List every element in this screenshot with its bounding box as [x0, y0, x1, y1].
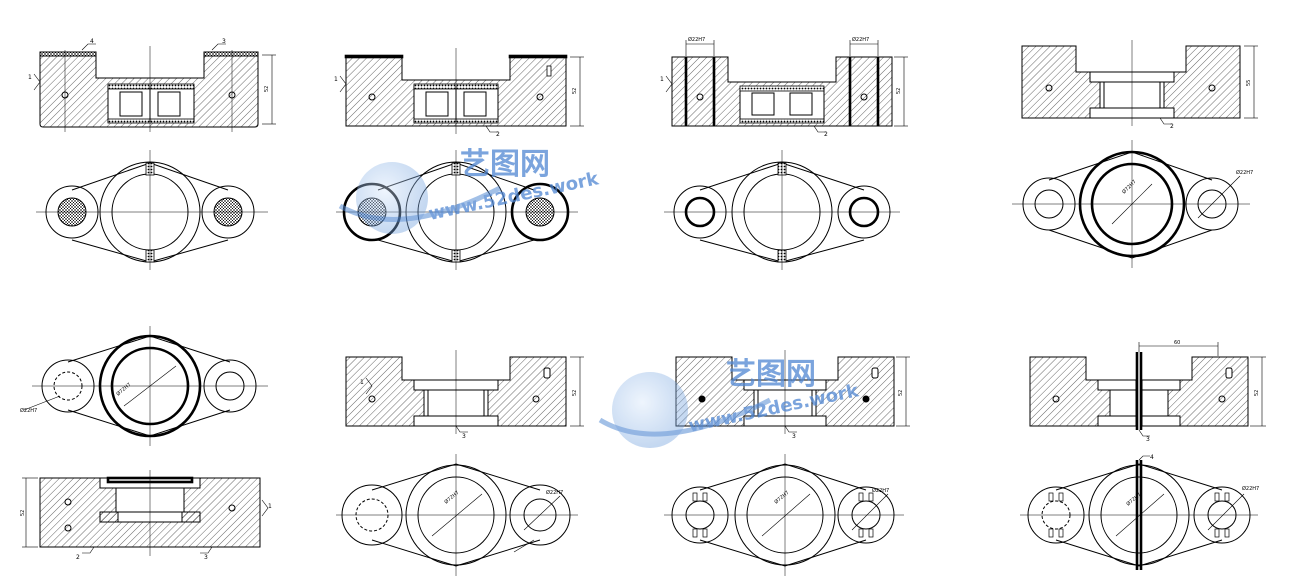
elevation-view-6: 52 3 1	[345, 350, 584, 440]
callout-2e: 2	[76, 554, 80, 561]
dim-bore-7: Ø22H7	[872, 487, 889, 494]
watermark-brand-2: 艺图网	[726, 357, 816, 392]
dim-center-7: Ø72H7	[773, 489, 791, 505]
dim-bore-6: Ø22H7	[546, 489, 563, 496]
dim-center-4: Ø72H7	[1120, 178, 1137, 195]
dim-height-6: 52	[572, 390, 578, 396]
dim-width-8: 60	[1174, 340, 1180, 346]
watermark-1: 艺图网 www.52des.work	[338, 147, 601, 234]
elevation-view-1: 52 4 3 1	[28, 38, 276, 132]
callout-3g: 3	[792, 433, 796, 440]
dim-center-6: Ø72H7	[443, 489, 461, 505]
dim-bore-5: Ø22H7	[20, 407, 37, 414]
callout-3e: 3	[204, 554, 208, 561]
elevation-view-5: 52 2 3 1	[20, 470, 272, 561]
callout-3: 3	[222, 38, 226, 45]
watermark-globe-icon-2	[612, 372, 688, 448]
dim-height-8: 52	[1254, 390, 1260, 396]
callout-1: 1	[28, 74, 32, 81]
callout-2c: 2	[824, 131, 828, 138]
callout-1e: 1	[268, 503, 272, 510]
plan-view-4: Ø72H7 Ø22H7	[1012, 140, 1253, 268]
elevation-view-3: Ø22H7 Ø22H7 52 1 2	[660, 36, 908, 138]
callout-1b: 1	[334, 76, 338, 83]
dim-height-1: 52	[264, 86, 270, 92]
watermark-globe-icon	[356, 162, 428, 234]
watermark-brand-1: 艺图网	[460, 147, 550, 182]
plan-view-6: Ø72H7 Ø22H7	[336, 454, 578, 576]
elevation-view-7: 52 3	[675, 350, 910, 440]
callout-3f: 3	[462, 433, 466, 440]
callout-1f: 1	[360, 379, 364, 386]
plan-view-5: Ø72H7 Ø22H7	[20, 326, 268, 446]
dim-bore-right-3: Ø22H7	[852, 36, 869, 43]
elevation-view-8: 60 52 3	[1029, 340, 1266, 443]
plan-view-3	[664, 150, 900, 270]
plan-view-8: Ø72H7 Ø22H7 4	[1020, 454, 1259, 570]
dim-bore-4: Ø22H7	[1236, 169, 1253, 176]
callout-2b: 2	[496, 131, 500, 138]
dim-height-3: 52	[896, 88, 902, 94]
callout-2d: 2	[1170, 123, 1174, 130]
dim-bore-left-3: Ø22H7	[688, 36, 705, 43]
elevation-view-4: 55 2	[1021, 40, 1258, 130]
callout-1c: 1	[660, 76, 664, 83]
dim-bore-8: Ø22H7	[1242, 485, 1259, 492]
callout-4: 4	[90, 38, 94, 45]
plan-view-1	[36, 150, 268, 270]
dim-center-5: Ø72H7	[115, 381, 133, 397]
callout-4h: 4	[1150, 454, 1154, 461]
callout-3h: 3	[1146, 436, 1150, 443]
elevation-view-2: 52 1 2	[334, 48, 584, 138]
dim-height-5: 52	[20, 510, 26, 516]
dim-height-4: 55	[1246, 80, 1252, 86]
dim-height-7: 52	[898, 390, 904, 396]
plan-view-7: Ø72H7 Ø22H7	[664, 454, 904, 576]
dim-height-2: 52	[572, 88, 578, 94]
